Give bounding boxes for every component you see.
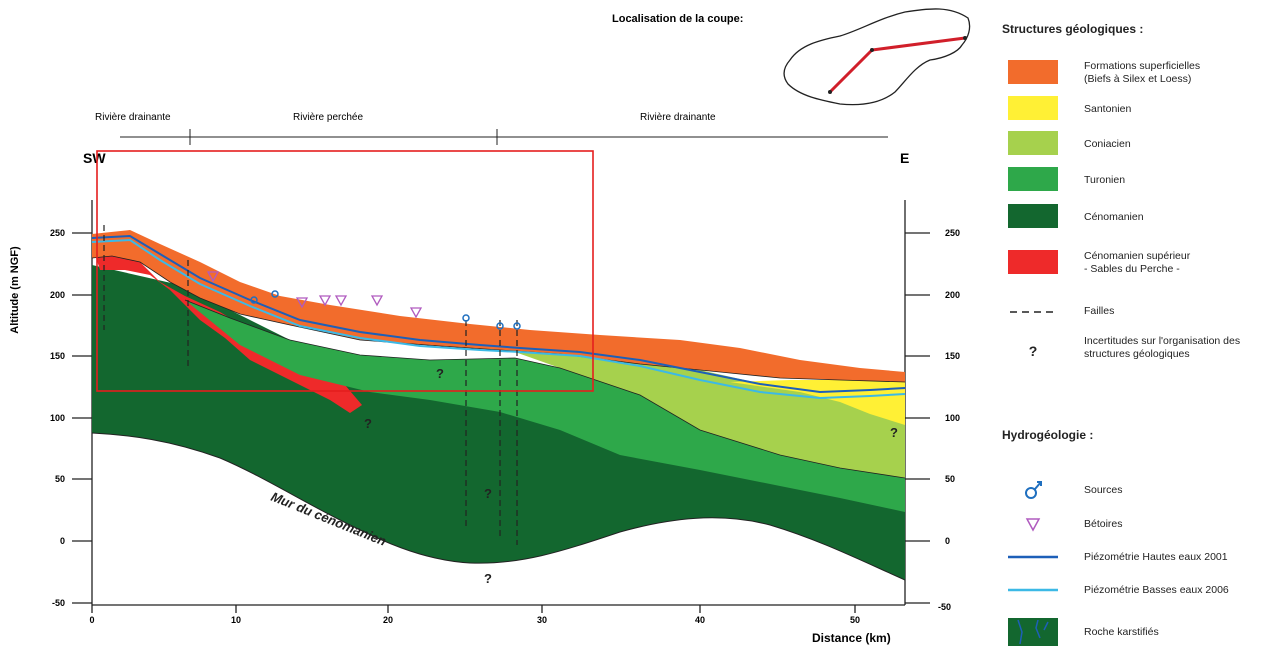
piezometry-high-2001 [91, 234, 906, 394]
swatch-coniacien [1008, 131, 1058, 155]
karst-icon [1008, 618, 1058, 646]
y-tick-right-0: 0 [945, 536, 950, 546]
source-icon [1025, 481, 1042, 499]
legend-karst: Roche karstifiés [1000, 618, 1279, 650]
legend-sources: Sources [1000, 478, 1279, 510]
legend-label-coniacien: Coniacien [1084, 138, 1131, 150]
uncertainty-mark-5: ? [890, 425, 898, 440]
swatch-turonien [1008, 167, 1058, 191]
uncertainty-mark-1: ? [364, 416, 372, 431]
y-tick-right-100: 100 [945, 413, 960, 423]
y-tick-left-0: 0 [60, 536, 65, 546]
y-tick-left-m50: -50 [52, 598, 65, 608]
fault-line-icon [1010, 311, 1056, 313]
x-tick-10: 10 [231, 615, 241, 625]
legend-label-santonien: Santonien [1084, 103, 1132, 115]
uncertainty-mark-4: ? [484, 571, 492, 586]
x-tick-50: 50 [850, 615, 860, 625]
legend-label-piezo-low: Piézométrie Basses eaux 2006 [1084, 584, 1229, 596]
x-axis-label: Distance (km) [812, 631, 891, 645]
legend-label-cenomanien: Cénomanien [1084, 211, 1144, 223]
legend-piezo-high: Piézométrie Hautes eaux 2001 [1000, 545, 1279, 577]
highlight-frame [96, 150, 594, 392]
layer-formations-superficielles [92, 230, 905, 382]
piezometry-low-2006 [91, 238, 906, 400]
end-label-e: E [900, 150, 909, 166]
legend-label-faults: Failles [1084, 305, 1115, 317]
legend-label-superficielles: Formations superficielles (Biefs à Silex… [1084, 60, 1201, 85]
legend-piezo-low: Piézométrie Basses eaux 2006 [1000, 578, 1279, 610]
piezometry-low-icon [1008, 588, 1058, 592]
y-axis-label: Altitude (m NGF) [9, 246, 21, 334]
legend-uncertainty: ? Incertitudes sur l'organisation des st… [1000, 335, 1279, 367]
hydro-title: Hydrogéologie : [1002, 428, 1094, 442]
legend-faults: Failles [1000, 300, 1279, 332]
legend-label-piezo-high: Piézométrie Hautes eaux 2001 [1084, 551, 1228, 563]
legend-label-sources: Sources [1084, 484, 1123, 496]
zone-label-3: Rivière drainante [640, 112, 716, 123]
zone-label-2: Rivière perchée [293, 112, 363, 123]
uncertainty-icon: ? [1028, 343, 1038, 359]
structures-title: Structures géologiques : [1002, 22, 1144, 36]
end-label-sw: SW [83, 150, 106, 166]
x-tick-40: 40 [695, 615, 705, 625]
layer-coniacien [515, 352, 905, 478]
layer-turonien [185, 300, 905, 512]
y-tick-left-100: 100 [50, 413, 65, 423]
y-tick-left-250: 250 [50, 228, 65, 238]
legend-layer-turonien: Turonien [1000, 167, 1279, 199]
swatch-superficielles [1008, 60, 1058, 84]
x-tick-20: 20 [383, 615, 393, 625]
legend-label-karst: Roche karstifiés [1084, 626, 1159, 638]
zone-label-1: Rivière drainante [95, 112, 171, 123]
legend-panel: Structures géologiques : Formations supe… [1000, 0, 1279, 652]
y-tick-right-50: 50 [945, 474, 955, 484]
y-tick-right-150: 150 [945, 351, 960, 361]
location-title: Localisation de la coupe: [612, 13, 743, 25]
geological-cross-section: Localisation de la coupe: Rivière draina… [9, 8, 971, 645]
uncertainty-mark-3: ? [484, 486, 492, 501]
y-tick-left-200: 200 [50, 290, 65, 300]
swatch-cenomanien [1008, 204, 1058, 228]
y-tick-right-200: 200 [945, 290, 960, 300]
x-tick-0: 0 [89, 615, 94, 625]
x-tick-30: 30 [537, 615, 547, 625]
y-tick-right-250: 250 [945, 228, 960, 238]
legend-label-betoires: Bétoires [1084, 518, 1123, 530]
legend-betoires: Bétoires [1000, 512, 1279, 544]
y-tick-right-m50: -50 [938, 602, 951, 612]
legend-layer-cenomanien: Cénomanien [1000, 204, 1279, 236]
legend-layer-coniacien: Coniacien [1000, 131, 1279, 163]
y-tick-left-50: 50 [55, 474, 65, 484]
legend-label-uncertainty: Incertitudes sur l'organisation des stru… [1084, 335, 1241, 360]
y-tick-left-150: 150 [50, 351, 65, 361]
piezometry-high-icon [1008, 555, 1058, 559]
legend-layer-santonien: Santonien [1000, 96, 1279, 128]
legend-label-cenomanien-superieur: Cénomanien supérieur - Sables du Perche … [1084, 250, 1191, 275]
betoire-icon [1025, 518, 1041, 532]
uncertainty-mark-2: ? [436, 366, 444, 381]
legend-label-turonien: Turonien [1084, 174, 1126, 186]
legend-layer-superficielles: Formations superficielles (Biefs à Silex… [1000, 60, 1279, 92]
location-map-outline [783, 8, 971, 106]
swatch-cenomanien-superieur [1008, 250, 1058, 274]
swatch-santonien [1008, 96, 1058, 120]
legend-layer-cenomanien-superieur: Cénomanien supérieur - Sables du Perche … [1000, 250, 1279, 282]
